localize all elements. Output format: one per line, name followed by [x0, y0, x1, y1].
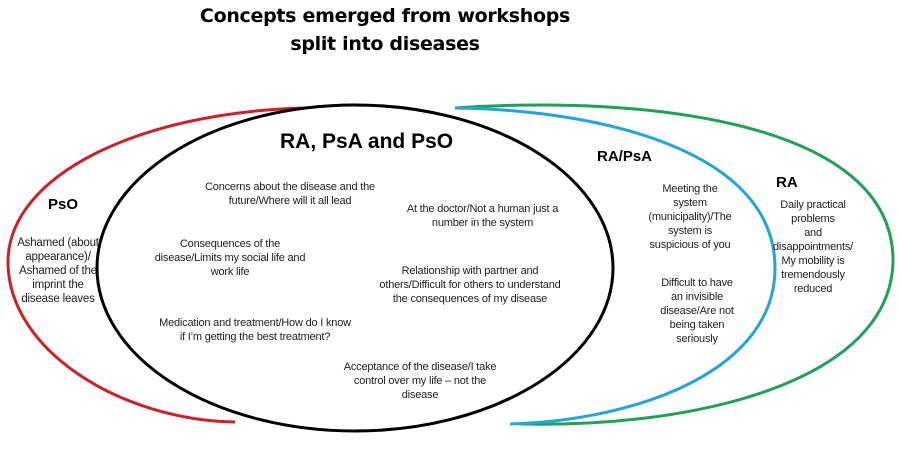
concept-line: system is: [667, 225, 713, 237]
concept-line: and: [804, 227, 822, 239]
concept-line: an invisible: [670, 291, 724, 303]
all-diseases-set-outline: [95, 103, 615, 433]
concept-line: At the doctor/Not a human just a: [406, 203, 559, 215]
concept-line: being taken: [669, 319, 725, 331]
concept-line: control over my life – not the: [353, 375, 487, 387]
concept-line: disease/Are not: [660, 305, 734, 317]
concept-line: Consequences of the: [179, 238, 281, 250]
all-diseases-set-label: RA, PsA and PsO: [280, 130, 454, 153]
concept-line: Ashamed (about: [17, 237, 99, 249]
concept-line: disappointments/: [773, 241, 853, 253]
concept-line: tremendously: [781, 269, 845, 281]
concept-line: problems: [791, 213, 835, 225]
concept-line: Difficult to have: [661, 277, 733, 289]
title-line-1: Concepts emerged from workshops: [199, 5, 571, 27]
concept-line: suspicious of you: [649, 239, 731, 251]
rapsa-concept: Difficult to have an invisible disease/Are…: [652, 276, 742, 346]
concept-line: Relationship with partner and: [401, 265, 539, 277]
shared-concept: Consequences of the disease/Limits my soc…: [140, 237, 320, 279]
concept-line: disease: [401, 389, 439, 401]
concept-line: if I’m getting the best treatment?: [179, 331, 331, 343]
rapsa-concept: Meeting the system (municipality)/The syste…: [640, 182, 740, 252]
concept-line: appearance)/: [25, 251, 91, 263]
concept-line: others/Difficult for others to understan…: [379, 279, 561, 291]
concept-line: My mobility is: [781, 255, 845, 267]
ra-set-label: RA: [776, 174, 798, 191]
concept-line: (municipality)/The: [648, 211, 732, 223]
shared-concept: Concerns about the disease and the future…: [170, 180, 410, 208]
concept-line: future/Where will it all lead: [228, 195, 352, 207]
concept-line: work life: [210, 266, 250, 278]
pso-concept: Ashamed (about appearance)/ Ashamed of the…: [8, 236, 108, 306]
concept-line: disease leaves: [21, 293, 95, 305]
rapsa-set-label: RA/PsA: [597, 148, 653, 165]
concept-line: imprint the: [32, 279, 84, 291]
concept-line: seriously: [676, 333, 718, 345]
concept-line: disease/Limits my social life and: [154, 252, 306, 264]
concept-line: Medication and treatment/How do I know: [159, 317, 351, 329]
concept-line: the consequences of my disease: [392, 293, 548, 305]
concept-line: Meeting the: [662, 183, 718, 195]
pso-set-outline: [6, 106, 306, 424]
rapsa-set-outline: [454, 106, 777, 426]
diagram-title: Concepts emerged from workshops split in…: [0, 2, 770, 58]
pso-set-label: PsO: [48, 196, 79, 213]
shared-concept: Acceptance of the disease/I take control …: [330, 360, 510, 402]
concept-line: Concerns about the disease and the: [205, 181, 375, 193]
concept-line: system: [673, 197, 707, 209]
concept-line: Ashamed of the: [19, 265, 97, 277]
concept-line: Daily practical: [780, 199, 846, 211]
concept-line: number in the system: [431, 217, 534, 229]
concept-line: reduced: [793, 283, 833, 295]
shared-concept: Medication and treatment/How do I know if…: [140, 316, 370, 344]
ra-concept: Daily practical problems and disappointment…: [765, 198, 861, 296]
title-line-2: split into diseases: [290, 33, 480, 55]
ra-set-outline: [454, 103, 895, 426]
shared-concept: Relationship with partner and others/Diff…: [360, 264, 580, 306]
shared-concept: At the doctor/Not a human just a number i…: [400, 202, 565, 230]
concept-line: Acceptance of the disease/I take: [343, 361, 497, 373]
